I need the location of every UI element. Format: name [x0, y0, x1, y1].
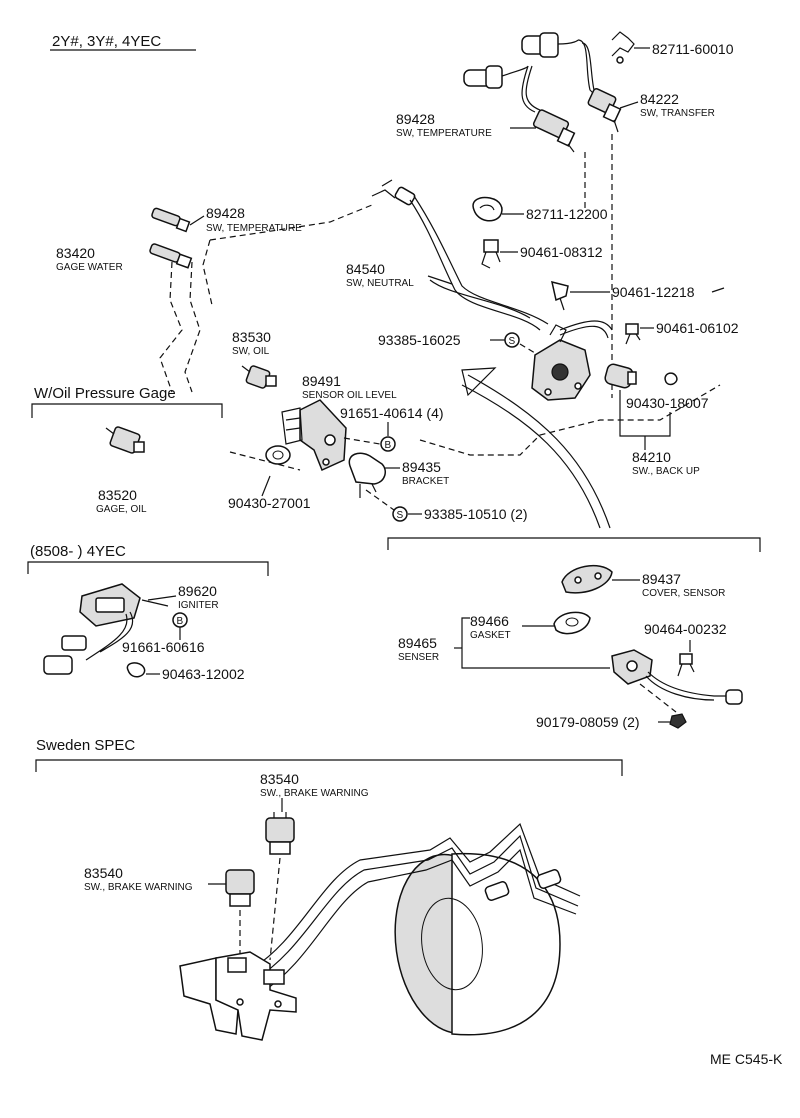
part-desc: SW., BRAKE WARNING: [260, 788, 369, 799]
part-number: 90430-27001: [228, 495, 311, 511]
part-number: 89465: [398, 635, 437, 651]
part-number: 89435: [402, 459, 441, 475]
part-desc: SW, TEMPERATURE: [396, 128, 492, 139]
part-number: 82711-60010: [652, 41, 734, 57]
part-number: 84540: [346, 261, 385, 277]
part-number: 90430-18007: [626, 395, 709, 411]
part-number: 90179-08059 (2): [536, 714, 640, 730]
neutral-harness-icon: [371, 179, 613, 339]
part-desc: SW., BRAKE WARNING: [84, 882, 193, 893]
part-number: 89620: [178, 583, 217, 599]
diagram-title: 2Y#, 3Y#, 4YEC: [52, 33, 161, 50]
bolt-icon: [677, 653, 695, 677]
clamp-icon: [472, 196, 503, 222]
part-number: 83540: [260, 771, 299, 787]
part-desc: GAGE WATER: [56, 262, 123, 273]
oil-gage-icon: [105, 426, 145, 454]
part-desc: IGNITER: [178, 600, 219, 611]
clip-icon: [481, 239, 501, 269]
igniter-icon: [43, 583, 169, 675]
part-number: 89437: [642, 571, 681, 587]
part-number: 89491: [302, 373, 341, 389]
brake-warning-switch-icon: [225, 869, 255, 907]
part-number: 83420: [56, 245, 95, 261]
part-number: 91651-40614 (4): [340, 405, 444, 421]
part-number: 90461-08312: [520, 244, 603, 260]
brake-booster-icon: [394, 852, 561, 1036]
clip-icon: [625, 323, 641, 345]
group-label: W/Oil Pressure Gage: [34, 385, 176, 402]
engine-outline: [159, 204, 721, 471]
oil-level-sensor-icon: [281, 399, 347, 472]
callout-b: B: [177, 616, 184, 627]
diagram-code: ME C545-K: [710, 1051, 783, 1067]
part-number: 84222: [640, 91, 679, 107]
temperature-connector-plug: [521, 32, 579, 58]
water-gage-icon: [149, 243, 193, 269]
group-label: (8508- ) 4YEC: [30, 543, 126, 560]
part-desc: GAGE, OIL: [96, 504, 147, 515]
part-desc: SW, OIL: [232, 346, 270, 357]
part-number: 83540: [84, 865, 123, 881]
part-desc: SW, NEUTRAL: [346, 278, 414, 289]
sensor-cover-icon: [561, 564, 613, 594]
nut-icon: [669, 713, 687, 729]
part-number: 83520: [98, 487, 137, 503]
mounting-bracket-icon: [179, 951, 297, 1041]
clip-icon: [551, 280, 569, 311]
part-number: 93385-16025: [378, 332, 461, 348]
callout-b: B: [385, 440, 392, 451]
part-number: 89466: [470, 613, 509, 629]
gasket-icon: [265, 445, 291, 465]
brake-warning-switch-icon: [265, 812, 295, 855]
transmission-housing-icon: [531, 324, 591, 401]
part-desc: SW, TRANSFER: [640, 108, 715, 119]
callout-s: S: [397, 510, 404, 521]
transfer-connector-plug: [463, 65, 529, 89]
part-desc: GASKET: [470, 630, 511, 641]
part-desc: SW., BACK UP: [632, 466, 700, 477]
part-number: 82711-12200: [526, 206, 608, 222]
part-number: 93385-10510 (2): [424, 506, 528, 522]
temperature-switch-icon: [532, 109, 576, 153]
clip-icon: [611, 31, 635, 64]
group-label: Sweden SPEC: [36, 737, 135, 754]
part-number: 83530: [232, 329, 271, 345]
part-number: 84210: [632, 449, 671, 465]
part-desc: SENSER: [398, 652, 439, 663]
part-desc: SW, TEMPERATURE: [206, 223, 302, 234]
brake-pipes-icon: [249, 822, 581, 993]
bracket-icon: [348, 452, 387, 498]
part-desc: SENSOR OIL LEVEL: [302, 390, 397, 401]
direction-arrow: [461, 374, 611, 529]
transfer-switch-icon: [587, 88, 622, 133]
gasket-icon: [553, 611, 591, 635]
part-number: 90463-12002: [162, 666, 245, 682]
part-number: 90461-06102: [656, 320, 739, 336]
sensor-icon: [611, 649, 743, 713]
part-number: 89428: [206, 205, 245, 221]
part-number: 90461-12218: [612, 284, 695, 300]
part-number: 89428: [396, 111, 435, 127]
backup-switch-icon: [604, 363, 637, 389]
temperature-sender-icon: [151, 207, 191, 233]
callout-s: S: [509, 336, 516, 347]
part-number: 91661-60616: [122, 639, 205, 655]
part-desc: BRACKET: [402, 476, 449, 487]
oil-switch-icon: [241, 365, 277, 389]
grommet-icon: [126, 662, 146, 678]
part-number: 90464-00232: [644, 621, 727, 637]
part-desc: COVER, SENSOR: [642, 588, 725, 599]
